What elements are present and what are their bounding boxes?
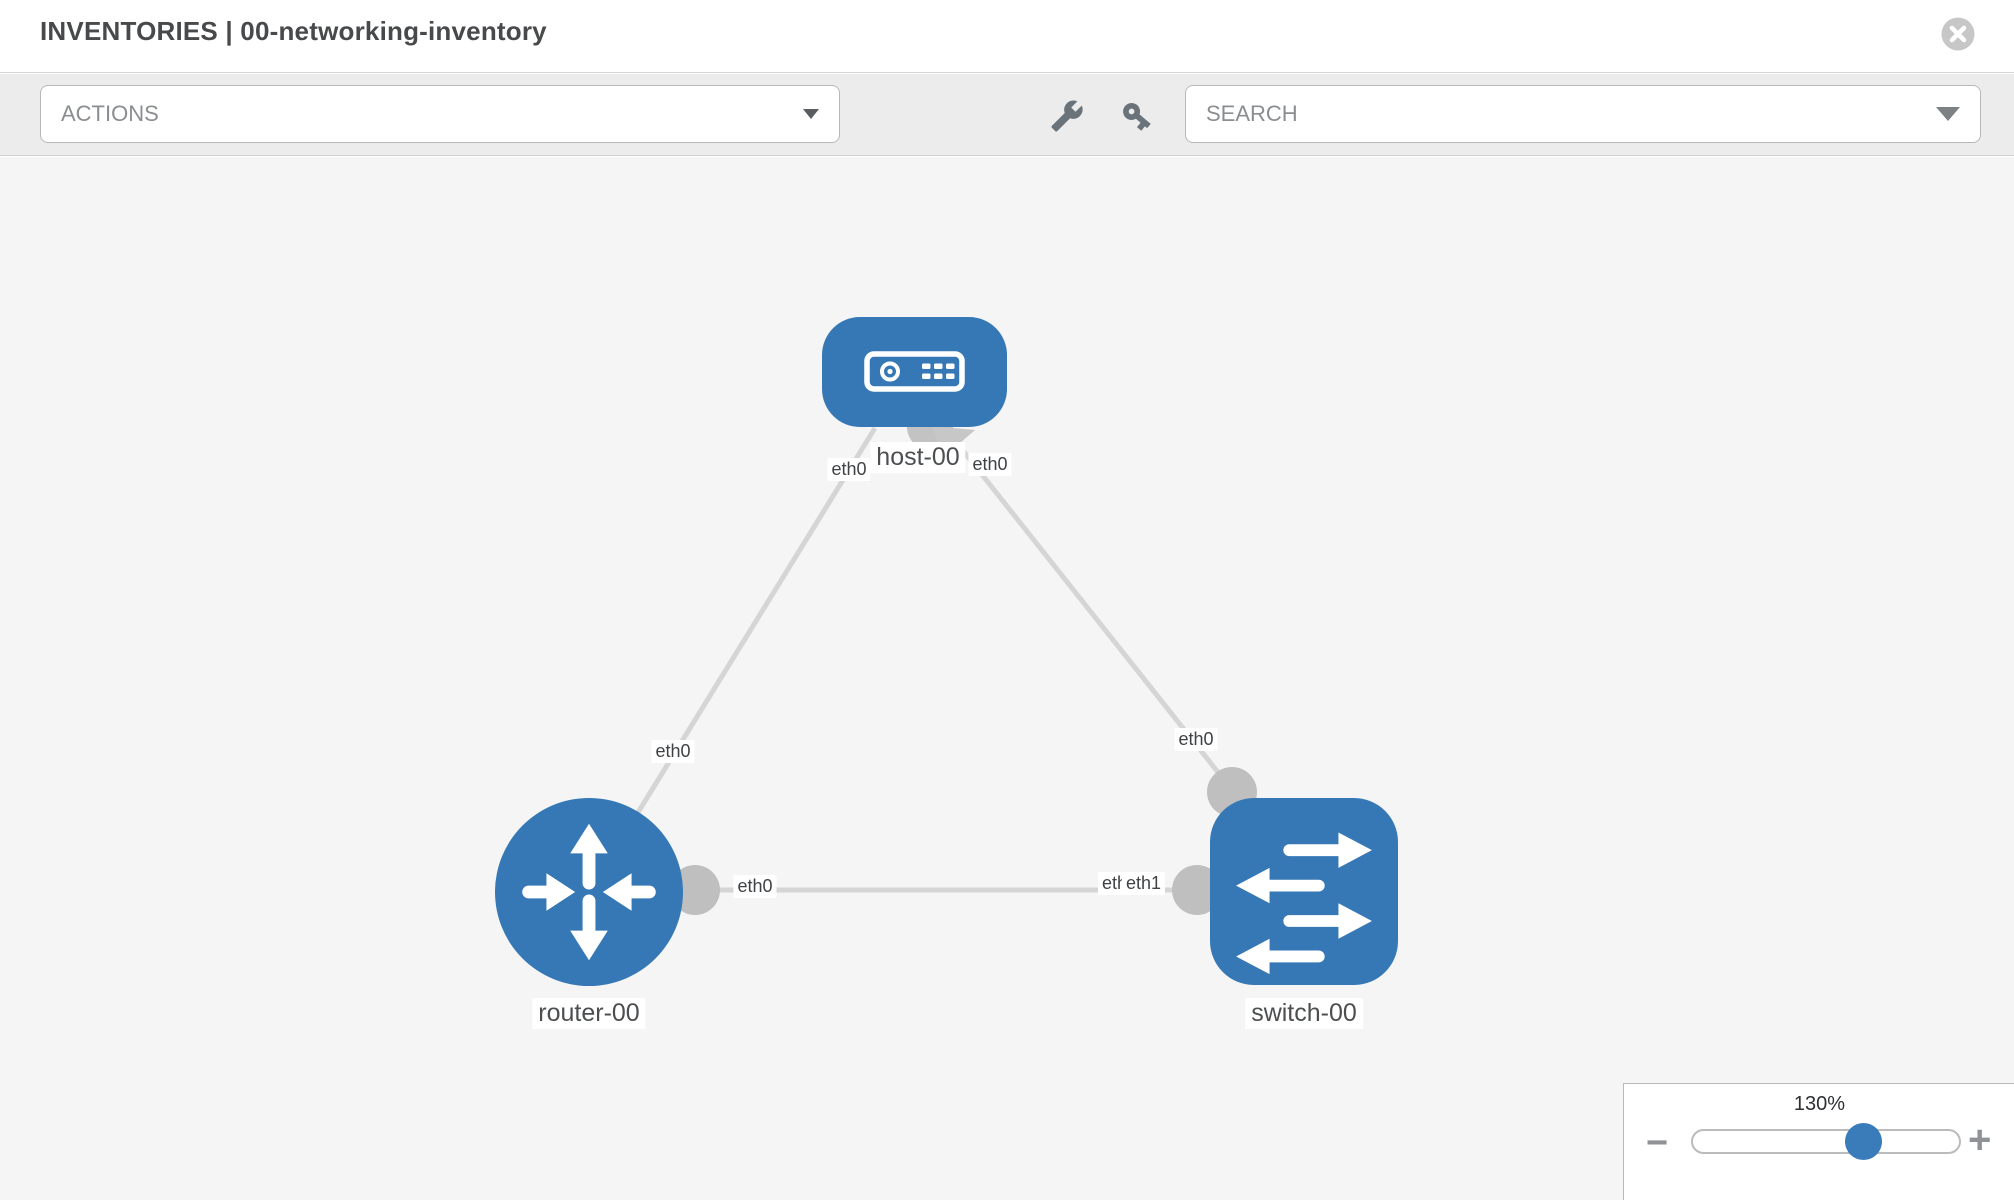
router-icon [495,798,683,986]
host-icon [822,317,1007,427]
toolbar: ACTIONS SEARCH [0,74,2014,156]
search-placeholder: SEARCH [1206,101,1298,126]
switch-icon [1210,798,1398,985]
close-button[interactable] [1940,16,1976,52]
node-host-00[interactable] [822,317,1007,427]
node-router-00[interactable] [495,798,683,986]
wrench-icon [1050,100,1084,136]
interface-label-host-to-router: eth0 [827,458,871,481]
search-dropdown[interactable]: SEARCH [1185,85,1981,143]
key-icon [1120,102,1154,136]
zoom-out-button[interactable]: − [1646,1122,1669,1164]
interface-label-host-to-switch: eth0 [968,453,1012,476]
zoom-control-panel: 130% − + [1623,1083,2014,1200]
interface-dot-switch-left [1172,865,1222,915]
zoom-slider-knob[interactable] [1845,1123,1882,1160]
configure-tool-button[interactable] [1050,99,1084,133]
credentials-tool-button[interactable] [1120,99,1154,133]
topology-canvas[interactable]: host-00 router-00 switch-00 eth0 eth0 et… [0,157,2014,1200]
page-title: INVENTORIES | 00-networking-inventory [40,16,547,46]
close-icon [1940,17,1976,55]
links-layer [586,404,1304,915]
window-header: INVENTORIES | 00-networking-inventory [0,0,2014,73]
node-label-host-00: host-00 [870,442,966,473]
zoom-percentage: 130% [1793,1093,1846,1115]
interface-label-router-to-host: eth0 [651,740,695,763]
zoom-slider-track[interactable] [1691,1129,1961,1154]
interface-label-switch-to-router: eth1 [1122,872,1166,895]
interface-label-switch-to-host: eth0 [1174,728,1218,751]
chevron-down-icon [803,109,819,119]
chevron-down-icon [1936,107,1960,121]
node-label-router-00: router-00 [532,998,646,1029]
interface-label-router-to-switch: eth0 [733,875,777,898]
node-label-switch-00: switch-00 [1245,998,1363,1029]
actions-dropdown[interactable]: ACTIONS [40,85,840,143]
node-switch-00[interactable] [1210,798,1398,985]
zoom-in-button[interactable]: + [1968,1118,1992,1162]
actions-dropdown-label: ACTIONS [61,101,159,126]
interface-dot-router [670,865,720,915]
